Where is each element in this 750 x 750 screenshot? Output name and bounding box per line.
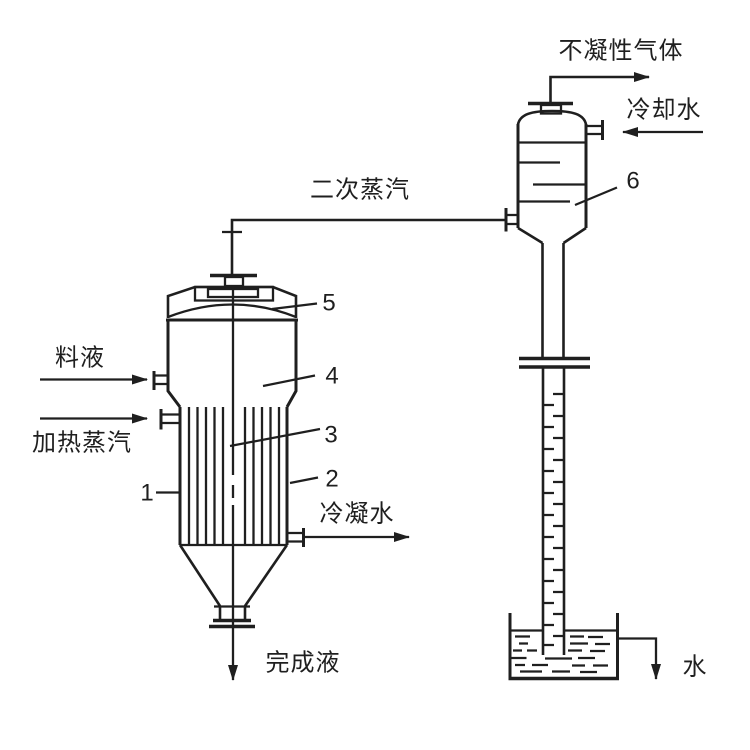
label-feed: 料液 [55, 345, 105, 372]
vapor-inlet-nozzle [504, 208, 518, 232]
shell-left-wall [166, 320, 182, 408]
part-label-3: 3 [324, 422, 337, 449]
secondary-vapor-line [222, 218, 506, 274]
tube-lines [187, 407, 281, 545]
condenser [504, 72, 703, 245]
part-leader-4 [262, 374, 316, 388]
steam-stub [161, 413, 180, 425]
part-leader-2 [289, 476, 319, 485]
part-leaders [156, 186, 618, 494]
part-label-5: 5 [322, 290, 335, 317]
leg-flange [519, 356, 590, 369]
condenser-dome [516, 109, 588, 125]
leg-lower-pipe [541, 367, 566, 655]
overflow-arrow [617, 637, 661, 680]
cooling-stub [586, 124, 602, 136]
vapor-inlet-stub [506, 213, 518, 226]
leg-liquid-marks [543, 392, 564, 647]
outlet-neck [218, 606, 247, 620]
part-label-2: 2 [325, 466, 338, 493]
label-heating-steam: 加热蒸汽 [32, 430, 132, 457]
label-secondary-vapor: 二次蒸汽 [310, 177, 410, 204]
part-leader-3 [229, 427, 321, 448]
separator-shell [166, 320, 298, 408]
bottom-cone [178, 544, 289, 629]
tank-walls [508, 613, 619, 678]
cone-right [243, 544, 289, 607]
feed-stub [154, 374, 168, 386]
evaporator [40, 218, 506, 681]
condensate-stub [287, 531, 304, 543]
tank-water-marks [511, 635, 610, 674]
heating-steam-nozzle [40, 409, 180, 430]
part-label-1: 1 [140, 480, 153, 507]
shell-right-wall [285, 320, 298, 408]
label-water: 水 [683, 654, 708, 681]
label-noncondensable-gas: 不凝性气体 [559, 38, 684, 65]
part-label-6: 6 [626, 168, 639, 195]
part-leader-5 [271, 302, 318, 311]
outlet-neck [223, 275, 245, 288]
label-product: 完成液 [266, 650, 341, 677]
label-condensate: 冷凝水 [320, 501, 395, 528]
condenser-shell [516, 124, 588, 228]
leg-upper-pipe [541, 243, 565, 358]
condensate-nozzle [287, 528, 410, 547]
gas-arrow [549, 72, 650, 103]
cone-left [178, 544, 222, 607]
vapor-pipe [230, 218, 506, 274]
noncondensable-gas-line [549, 72, 650, 103]
condenser-neck [539, 103, 563, 115]
label-cooling-water: 冷却水 [627, 97, 702, 124]
cooling-water-nozzle [586, 120, 703, 140]
condenser-baffles [518, 141, 586, 203]
feed-nozzle [40, 371, 168, 390]
condenser-cone [517, 226, 587, 245]
barometric-leg [519, 243, 590, 655]
part-label-4: 4 [325, 363, 338, 390]
part-leader-6 [574, 186, 618, 207]
water-tank [508, 613, 661, 681]
